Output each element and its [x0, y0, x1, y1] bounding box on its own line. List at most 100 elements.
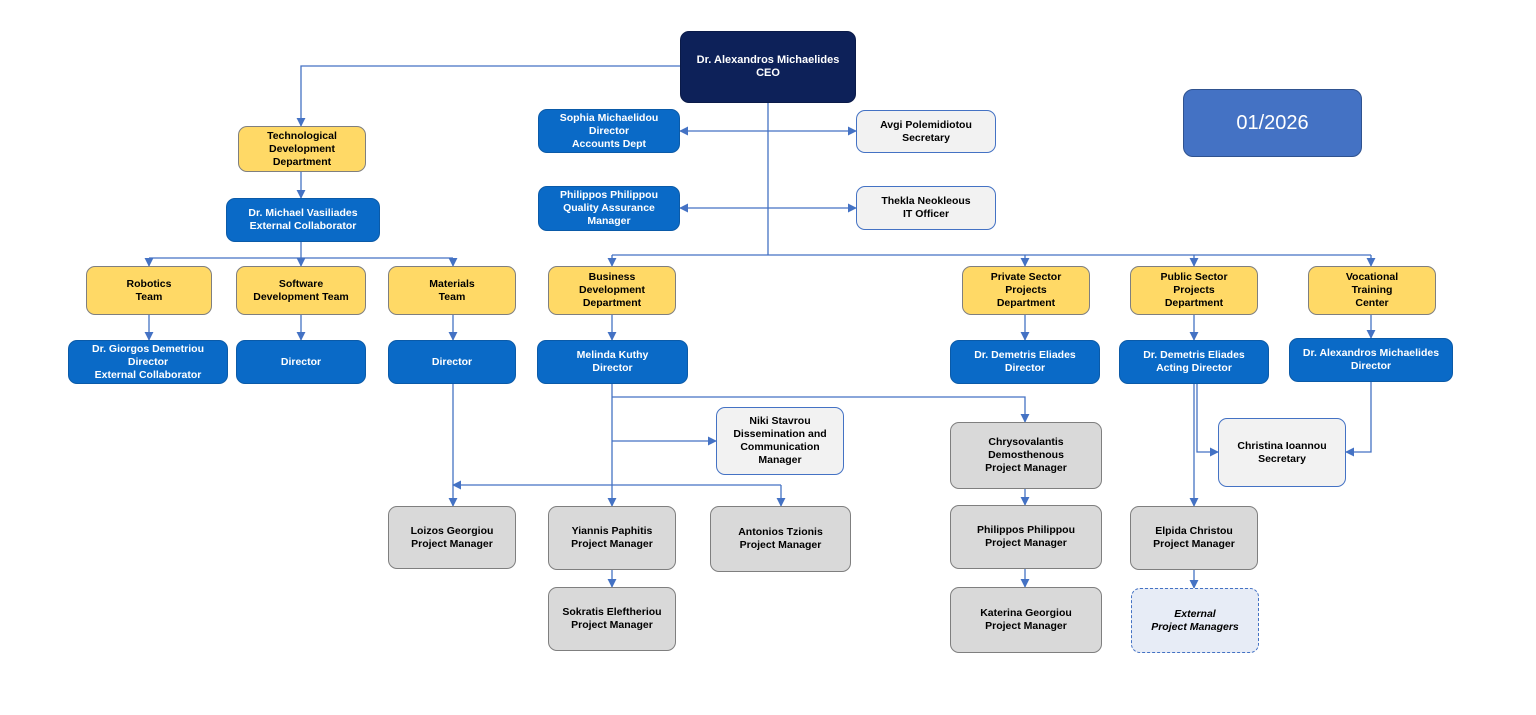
node-line: Director: [1350, 360, 1392, 372]
chrysovalantis-node: Chrysovalantis Demosthenous Project Mana…: [950, 422, 1102, 489]
katerina-node: Katerina Georgiou Project Manager: [950, 587, 1102, 653]
node-line: Team: [438, 290, 466, 303]
node-line: Dr. Alexandros Michaelides: [1302, 347, 1440, 359]
node-line: External Collaborator: [249, 220, 357, 232]
link-kuthy-chrysovalantis: [612, 396, 1030, 423]
node-line: Project Manager: [985, 462, 1067, 474]
link-michaelides-christina: [1345, 382, 1372, 457]
external-project-managers-node: External Project Managers: [1131, 588, 1259, 653]
node-line: Quality Assurance: [563, 202, 655, 214]
eliades-public-node: Dr. Demetris Eliades Acting Director: [1119, 340, 1269, 384]
node-line: Robotics: [126, 277, 172, 290]
node-line: Director: [592, 362, 633, 374]
node-line: Secretary: [902, 131, 950, 144]
node-line: Projects: [1173, 284, 1215, 296]
node-line: Dr. Demetris Eliades: [974, 349, 1076, 361]
node-line: Thekla Neokleous: [881, 195, 971, 207]
node-line: Antonios Tzionis: [738, 526, 823, 538]
node-line: IT Officer: [902, 208, 950, 220]
node-line: Avgi Polemidiotou: [880, 118, 972, 131]
node-line: Chrysovalantis: [988, 436, 1064, 448]
date-badge: 01/2026: [1183, 89, 1362, 157]
michaelides-vocational-node: Dr. Alexandros Michaelides Director: [1289, 338, 1453, 382]
node-line: Demosthenous: [988, 449, 1064, 461]
demetriou-node: Dr. Giorgos Demetriou Director External …: [68, 340, 228, 384]
node-line: Software: [278, 277, 324, 290]
node-line: Dissemination and: [733, 428, 827, 440]
elpida-node: Elpida Christou Project Manager: [1130, 506, 1258, 570]
node-line: Director: [280, 355, 322, 368]
node-line: Director: [431, 355, 473, 368]
node-line: Dr. Michael Vasiliades: [248, 207, 358, 219]
node-line: Niki Stavrou: [749, 415, 811, 427]
node-line: Melinda Kuthy: [576, 349, 649, 361]
vasiliades-node: Dr. Michael Vasiliades External Collabor…: [226, 198, 380, 242]
node-line: Project Manager: [571, 619, 653, 631]
node-line: Projects: [1005, 284, 1047, 296]
software-team-node: Software Development Team: [236, 266, 366, 315]
node-line: Public Sector: [1160, 271, 1228, 283]
accounts-director-node: Sophia Michaelidou Director Accounts Dep…: [538, 109, 680, 153]
node-line: Development: [579, 284, 645, 296]
sokratis-node: Sokratis Eleftheriou Project Manager: [548, 587, 676, 651]
tzionis-node: Antonios Tzionis Project Manager: [710, 506, 851, 572]
software-director-node: Director: [236, 340, 366, 384]
vocational-training-node: Vocational Training Center: [1308, 266, 1436, 315]
node-line: Department: [272, 155, 332, 168]
it-officer-node: Thekla Neokleous IT Officer: [856, 186, 996, 230]
node-line: Project Manager: [1153, 538, 1235, 550]
node-line: Christina Ioannou: [1237, 439, 1327, 452]
node-line: Private Sector: [990, 271, 1062, 283]
node-line: Project Manager: [571, 538, 653, 550]
node-line: Director: [127, 355, 169, 368]
business-development-node: Business Development Department: [548, 266, 676, 315]
node-line: Department: [1164, 297, 1224, 309]
link-eliades-christina: [1196, 384, 1219, 457]
node-line: Sokratis Eleftheriou: [562, 606, 662, 618]
eliades-private-node: Dr. Demetris Eliades Director: [950, 340, 1100, 384]
loizos-node: Loizos Georgiou Project Manager: [388, 506, 516, 569]
paphitis-node: Yiannis Paphitis Project Manager: [548, 506, 676, 570]
public-sector-node: Public Sector Projects Department: [1130, 266, 1258, 315]
quality-assurance-node: Philippos Philippou Quality Assurance Ma…: [538, 186, 680, 231]
node-line: Department: [996, 297, 1056, 309]
node-line: Materials: [429, 277, 475, 290]
private-sector-node: Private Sector Projects Department: [962, 266, 1090, 315]
node-line: Director: [588, 124, 630, 137]
node-line: Project Manager: [985, 537, 1067, 549]
node-line: Center: [1355, 297, 1389, 309]
materials-team-node: Materials Team: [388, 266, 516, 315]
node-line: Vocational: [1345, 271, 1399, 283]
node-line: Dr. Giorgos Demetriou: [91, 342, 205, 355]
node-line: Communication: [740, 441, 820, 453]
node-line: Business: [588, 271, 636, 283]
kuthy-node: Melinda Kuthy Director: [537, 340, 688, 384]
node-line: Manager: [587, 215, 631, 227]
node-line: Accounts Dept: [571, 137, 647, 150]
date-text: 01/2026: [1236, 111, 1309, 134]
node-line: Dr. Demetris Eliades: [1143, 349, 1245, 361]
node-line: Development Team: [253, 290, 349, 303]
node-line: External Collaborator: [94, 368, 202, 381]
node-line: External: [1174, 607, 1216, 620]
node-line: Director: [1004, 362, 1046, 374]
ceo-role: CEO: [756, 67, 780, 79]
node-line: Project Managers: [1151, 620, 1239, 633]
materials-director-node: Director: [388, 340, 516, 384]
node-line: Project Manager: [985, 620, 1067, 632]
link-ceo-tech: [296, 65, 680, 127]
node-line: Team: [135, 290, 163, 303]
node-line: Philippos Philippou: [977, 524, 1075, 536]
node-line: Manager: [758, 454, 802, 466]
node-line: Project Manager: [739, 539, 822, 551]
christina-node: Christina Ioannou Secretary: [1218, 418, 1346, 487]
node-line: Department: [582, 297, 642, 309]
node-line: Loizos Georgiou: [410, 524, 494, 537]
node-line: Philippos Philippou: [560, 189, 658, 201]
node-line: Secretary: [1258, 452, 1306, 465]
technological-department-node: Technological Development Department: [238, 126, 366, 172]
stavrou-node: Niki Stavrou Dissemination and Communica…: [716, 407, 844, 475]
node-line: Development: [269, 142, 335, 155]
